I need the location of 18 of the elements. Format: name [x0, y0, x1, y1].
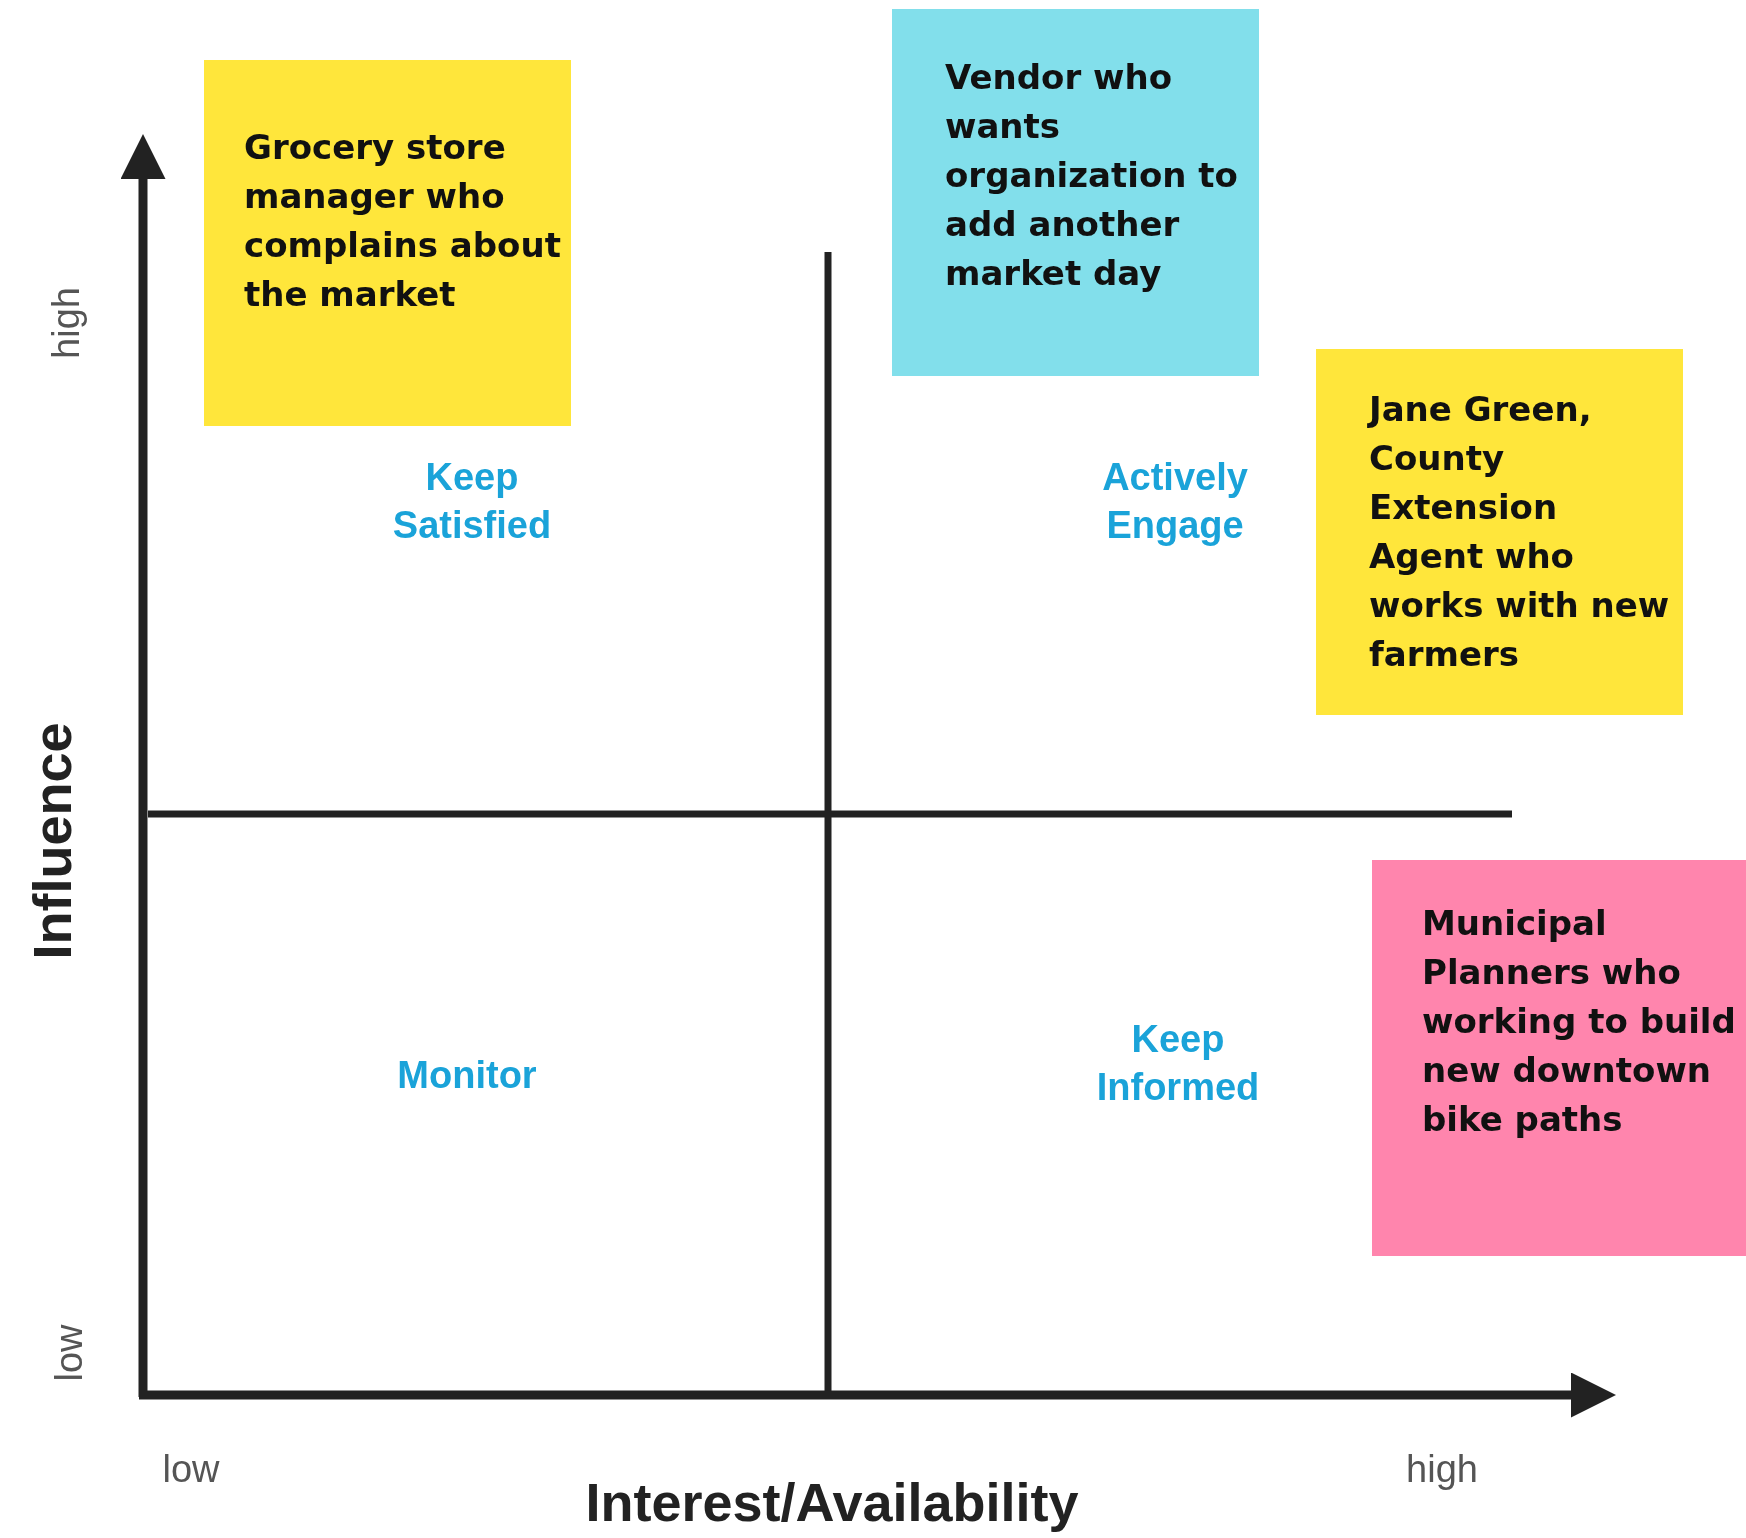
quadrant-label: Keep Satisfied	[391, 454, 553, 547]
axis-tick-label: low	[161, 1447, 221, 1493]
sticky-note	[1316, 349, 1683, 715]
quadrant-label: Actively Engage	[1101, 454, 1249, 548]
note-text: Municipal Planners who working to build new downtown bike paths	[1422, 902, 1737, 1141]
sticky-note	[1372, 860, 1746, 1256]
axis-tick-label: high	[1405, 1447, 1479, 1493]
axis-title: Influence	[21, 721, 84, 962]
quadrant-label: Monitor	[396, 1053, 538, 1099]
axis-title: Interest/Availability	[584, 1471, 1080, 1535]
note-text: Grocery store manager who complains about the market	[244, 126, 562, 316]
quadrant-label: Keep Informed	[1095, 1016, 1261, 1109]
axis-tick-label: high	[44, 286, 89, 361]
sticky-note	[892, 9, 1259, 376]
axis-tick-label: low	[47, 1323, 92, 1384]
note-text: Jane Green, County Extension Agent who works with new farmers	[1369, 388, 1671, 676]
sticky-note	[204, 60, 571, 426]
note-text: Vendor who wants organization to add another market day	[945, 56, 1239, 295]
